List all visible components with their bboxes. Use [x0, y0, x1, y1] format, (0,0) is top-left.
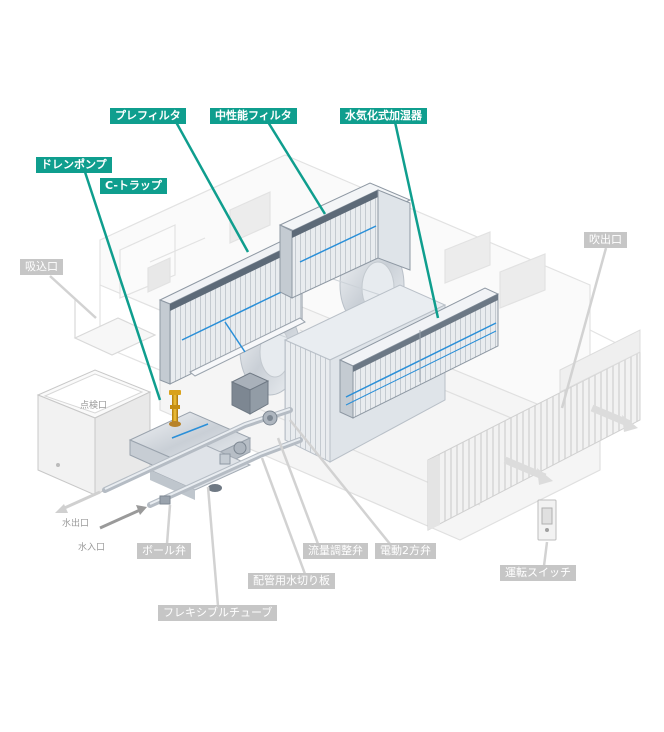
inspection-box: [36, 369, 152, 496]
label-ball-valve: ボール弁: [137, 543, 191, 559]
label-motor-valve: 電動2方弁: [375, 543, 436, 559]
label-outlet: 吹出口: [584, 232, 627, 248]
leader-lines-teal: [83, 121, 440, 401]
pre-filter-unit: [158, 235, 306, 385]
label-flow-valve: 流量調整弁: [303, 543, 368, 559]
label-pre-filter: プレフィルタ: [110, 108, 186, 124]
label-run-switch: 運転スイッチ: [500, 565, 576, 581]
outlet-arrows: [503, 404, 638, 485]
label-humidifier: 水気化式加湿器: [340, 108, 427, 124]
outlet-louver: [427, 329, 641, 531]
label-medium-filter: 中性能フィルタ: [210, 108, 297, 124]
motor-box: [230, 372, 270, 415]
tag-water-out: 水出口: [62, 519, 90, 529]
humidifier-unit: [338, 287, 500, 419]
label-intake: 吸込口: [20, 259, 63, 275]
label-c-trap: C-トラップ: [100, 178, 167, 194]
water-flow-arrows: [55, 490, 147, 530]
label-drain-pump: ドレンポンプ: [36, 157, 112, 173]
run-switch: [537, 499, 557, 541]
c-trap-valve: [169, 390, 181, 427]
tag-inspection: 点検口: [80, 401, 108, 411]
label-flex-tube: フレキシブルチューブ: [158, 605, 278, 621]
label-splash-plate: 配管用水切り板: [248, 573, 335, 589]
valves: [159, 410, 278, 505]
medium-filter-unit: [278, 182, 412, 299]
leader-lines-gray: [49, 247, 608, 607]
tag-water-in: 水入口: [78, 543, 106, 553]
